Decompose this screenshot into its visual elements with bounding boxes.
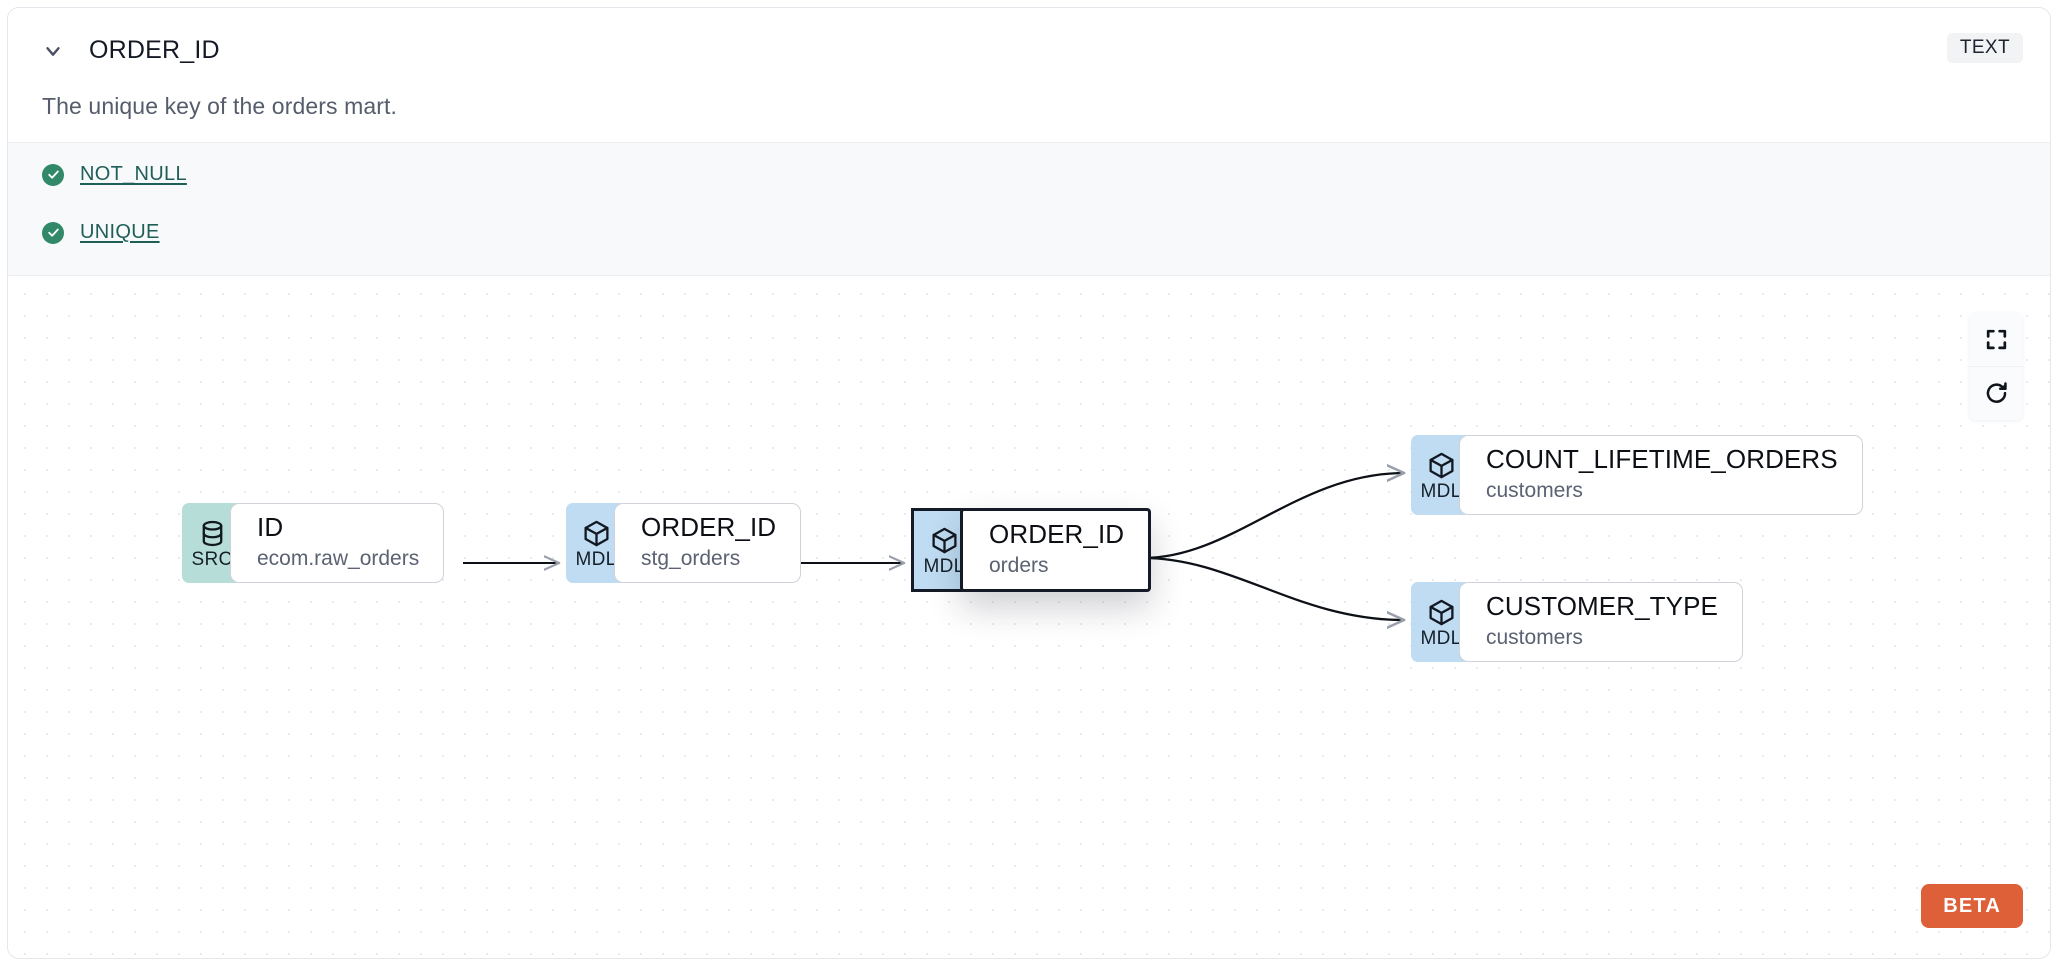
node-subtitle: customers [1486, 625, 1583, 649]
page-title: ORDER_ID [89, 36, 220, 64]
card-header: ORDER_ID TEXT [8, 8, 2050, 92]
refresh-icon [1984, 381, 2009, 406]
lineage-canvas[interactable]: SRC ID ecom.raw_orders MDL ORDE [8, 277, 2050, 958]
test-link-not-null[interactable]: NOT_NULL [80, 163, 187, 185]
tests-section: NOT_NULL UNIQUE [8, 142, 2050, 276]
node-subtitle: ecom.raw_orders [257, 546, 420, 570]
canvas-controls [1969, 312, 2023, 420]
node-subtitle: stg_orders [641, 546, 741, 570]
node-subtitle: customers [1486, 478, 1583, 502]
chevron-down-icon[interactable] [42, 40, 64, 62]
column-description: The unique key of the orders mart. [42, 93, 397, 119]
lineage-node-stg-orders[interactable]: MDL ORDER_ID stg_orders [566, 503, 802, 583]
node-subtitle: orders [989, 553, 1049, 577]
node-name: COUNT_LIFETIME_ORDERS [1486, 444, 1838, 474]
node-name: CUSTOMER_TYPE [1486, 591, 1718, 621]
node-name: ID [257, 512, 284, 542]
beta-badge[interactable]: BETA [1921, 884, 2023, 928]
node-body: COUNT_LIFETIME_ORDERS customers [1459, 435, 1863, 515]
fullscreen-icon [1984, 327, 2009, 352]
cube-icon [1427, 451, 1456, 480]
lineage-node-orders-selected[interactable]: MDL ORDER_ID orders [911, 508, 1152, 592]
node-name: ORDER_ID [641, 512, 777, 542]
test-row: NOT_NULL [42, 163, 187, 186]
fit-view-button[interactable] [1969, 312, 2023, 366]
node-badge-label: MDL [575, 548, 617, 570]
node-badge-label: MDL [1420, 627, 1462, 649]
edge-orders-count [1142, 473, 1404, 560]
lineage-node-count-lifetime-orders[interactable]: MDL COUNT_LIFETIME_ORDERS customers [1411, 435, 1863, 515]
lineage-edges [463, 277, 2050, 958]
cube-icon [930, 526, 959, 555]
edge-orders-custtype [1142, 556, 1404, 620]
node-badge-label: MDL [1420, 480, 1462, 502]
column-detail-card: ORDER_ID TEXT The unique key of the orde… [7, 7, 2051, 959]
node-body: ORDER_ID orders [960, 508, 1152, 592]
reset-view-button[interactable] [1969, 366, 2023, 420]
lineage-node-customer-type[interactable]: MDL CUSTOMER_TYPE customers [1411, 582, 1743, 662]
node-badge-label: SRC [191, 548, 233, 570]
node-name: ORDER_ID [989, 519, 1125, 549]
test-link-unique[interactable]: UNIQUE [80, 221, 160, 243]
column-type-badge: TEXT [1946, 33, 2023, 63]
node-badge-label: MDL [923, 555, 965, 577]
cube-icon [1427, 598, 1456, 627]
node-body: ORDER_ID stg_orders [614, 503, 802, 583]
lineage-node-src[interactable]: SRC ID ecom.raw_orders [182, 503, 445, 583]
check-circle-icon [42, 163, 64, 186]
node-body: ID ecom.raw_orders [230, 503, 445, 583]
database-icon [198, 519, 227, 548]
node-body: CUSTOMER_TYPE customers [1459, 582, 1743, 662]
test-row: UNIQUE [42, 221, 160, 244]
check-circle-icon [42, 221, 64, 244]
cube-icon [582, 519, 611, 548]
header-title-group: ORDER_ID [42, 36, 220, 65]
